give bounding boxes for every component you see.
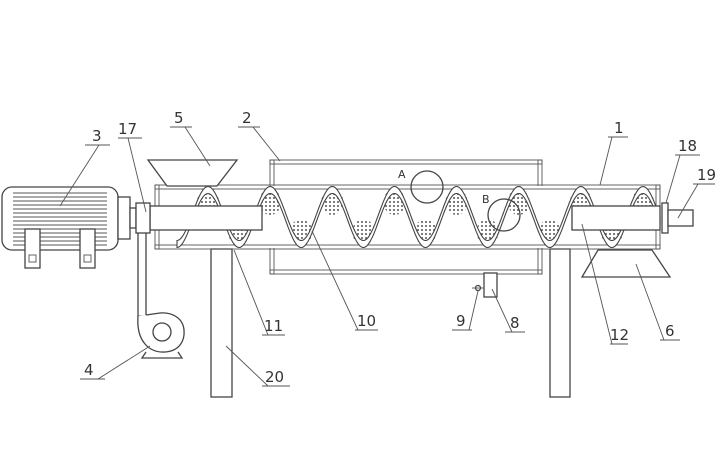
- label-20: 20: [265, 368, 284, 386]
- blower: [137, 233, 185, 359]
- left-shaft: [149, 205, 263, 231]
- leader-lines: [59, 126, 715, 387]
- detail-mark-b: B: [482, 193, 490, 206]
- feed-hopper: [146, 159, 239, 187]
- motor: [1, 186, 137, 269]
- left-leg: [210, 248, 233, 398]
- detail-circle-b: [487, 198, 521, 232]
- label-12: 12: [610, 326, 629, 344]
- label-1: 1: [614, 119, 624, 137]
- label-9: 9: [456, 312, 466, 330]
- discharge-hopper: [580, 249, 672, 278]
- label-2: 2: [242, 109, 252, 127]
- valve-icon: [472, 284, 484, 292]
- label-6: 6: [665, 322, 675, 340]
- label-17: 17: [118, 120, 137, 138]
- label-11: 11: [264, 317, 283, 335]
- label-3: 3: [92, 127, 102, 145]
- label-4: 4: [84, 361, 94, 379]
- label-10: 10: [357, 312, 376, 330]
- bearing-flange: [661, 202, 669, 234]
- label-5: 5: [174, 109, 184, 127]
- label-19: 19: [697, 166, 716, 184]
- label-18: 18: [678, 137, 697, 155]
- right-shaft: [571, 205, 661, 231]
- detail-mark-a: A: [398, 168, 406, 181]
- output-shaft: [667, 209, 694, 227]
- right-leg: [549, 248, 571, 398]
- detail-circle-a: [410, 170, 444, 204]
- label-8: 8: [510, 314, 520, 332]
- coupling: [135, 202, 151, 234]
- drain-outlet: [483, 272, 498, 298]
